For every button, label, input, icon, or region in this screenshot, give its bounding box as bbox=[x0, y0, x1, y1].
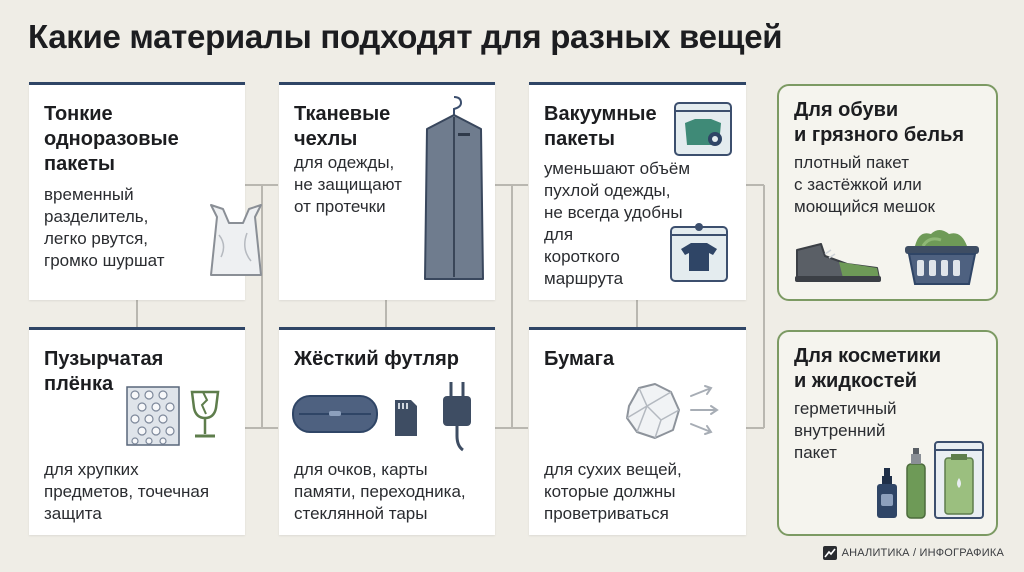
adapter-icon bbox=[443, 382, 471, 452]
card-paper: Бумага для сухих вещей, которые должны п… bbox=[529, 327, 746, 535]
footer-label: АНАЛИТИКА / ИНФОГРАФИКА bbox=[841, 547, 1004, 559]
highlight-description: плотный пакет с застёжкой или моющийся м… bbox=[794, 153, 935, 216]
highlight-cosmetics: Для косметики и жидкостей герметичный вн… bbox=[777, 330, 998, 536]
card-title: Тканевые чехлы bbox=[294, 103, 391, 150]
glasses-case-icon bbox=[292, 395, 378, 433]
card-description: для хрупких предметов, точечная защита bbox=[44, 460, 210, 523]
toiletries-icon bbox=[877, 441, 984, 519]
card-title: Вакуумные пакеты bbox=[544, 103, 657, 150]
page-title: Какие материалы подходят для разных веще… bbox=[28, 18, 783, 55]
card-description: для очков, карты памяти, переходника, ст… bbox=[294, 460, 466, 523]
memory-card-icon bbox=[395, 400, 417, 436]
highlight-shoes-laundry: Для обуви и грязного белья плотный пакет… bbox=[777, 84, 998, 301]
chart-logo-icon bbox=[822, 546, 837, 560]
highlight-title: Для обуви и грязного белья bbox=[794, 99, 965, 146]
card-description: для сухих вещей, которые должны проветри… bbox=[544, 460, 682, 523]
plastic-bag-icon bbox=[210, 204, 262, 276]
fragile-glass-icon bbox=[190, 390, 220, 438]
card-description: уменьшают объём пухлой одежды, не всегда… bbox=[544, 159, 691, 288]
vacuum-bag-icon bbox=[670, 223, 728, 282]
card-fabric-covers: Тканевые чехлы для одежды, не защищают о… bbox=[279, 82, 495, 300]
card-hard-case: Жёсткий футляр для очков, карты памяти, … bbox=[279, 327, 495, 535]
card-thin-bags: Тонкие одноразовые пакеты временный разд… bbox=[29, 82, 262, 300]
highlight-description: герметичный внутренний пакет bbox=[794, 399, 897, 462]
card-vacuum-bags: Вакуумные пакеты уменьшают объём пухлой … bbox=[529, 82, 746, 300]
laundry-basket-icon bbox=[905, 230, 979, 285]
card-description: временный разделитель, легко рвутся, гро… bbox=[44, 185, 165, 270]
footer-credit: АНАЛИТИКА / ИНФОГРАФИКА bbox=[822, 546, 1004, 560]
crumpled-paper-icon bbox=[626, 383, 719, 439]
card-bubble-wrap: Пузырчатая плёнка для хрупких предметов,… bbox=[29, 327, 245, 535]
card-title: Жёсткий футляр bbox=[294, 348, 459, 370]
vacuum-bag-icon bbox=[674, 102, 732, 156]
card-title: Бумага bbox=[544, 348, 615, 370]
card-title: Тонкие одноразовые пакеты bbox=[44, 103, 179, 175]
bubble-wrap-icon bbox=[126, 386, 180, 446]
card-description: для одежды, не защищают от протечки bbox=[294, 153, 402, 216]
garment-cover-icon bbox=[424, 96, 484, 280]
shoe-icon bbox=[795, 243, 881, 282]
card-title: Пузырчатая плёнка bbox=[44, 348, 164, 395]
highlight-title: Для косметики и жидкостей bbox=[794, 345, 942, 392]
